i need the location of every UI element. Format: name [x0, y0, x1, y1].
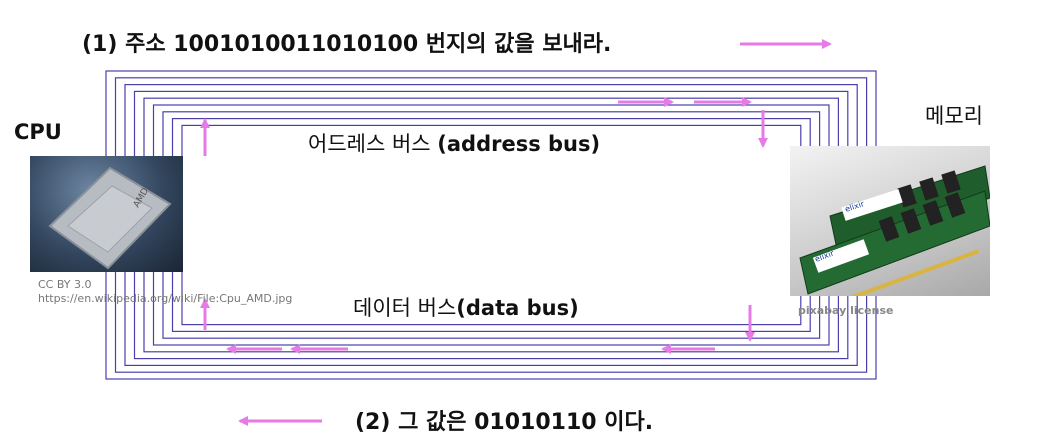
data-bus-label-en: (data bus) [456, 296, 579, 320]
cpu-label: CPU [14, 120, 62, 144]
cpu-photo: AMD [30, 156, 183, 272]
step2-response: (2) 그 값은 01010110 이다. [355, 404, 653, 436]
memory-label: 메모리 [925, 104, 983, 128]
bus-lines [105, 70, 877, 380]
bus-line [124, 83, 858, 366]
cpu-credit-url: https://en.wikipedia.org/wiki/File:Cpu_A… [38, 292, 293, 305]
step2-suffix: 이다. [596, 410, 654, 435]
address-bus-label-en: (address bus) [437, 132, 601, 156]
address-bus-label: 어드레스 버스 (address bus) [308, 128, 600, 158]
bus-line [105, 70, 877, 380]
memory-photo-credit: pixabay license [798, 304, 894, 317]
step1-prefix: (1) 주소 [82, 32, 174, 57]
bus-line [114, 77, 868, 373]
data-bus-label-ko: 데이터 버스 [353, 296, 457, 320]
step1-instruction: (1) 주소 1001010011010100 번지의 값을 보내라. [82, 26, 611, 58]
arrows [200, 39, 832, 426]
address-bus-label-ko: 어드레스 버스 [308, 132, 438, 156]
step1-suffix: 번지의 값을 보내라. [418, 32, 612, 57]
data-bus-label: 데이터 버스(data bus) [353, 292, 579, 322]
step2-value: 01010110 [474, 410, 597, 435]
step1-address: 1001010011010100 [173, 32, 419, 57]
memory-photo: elixir elixir [790, 146, 990, 296]
step2-prefix: (2) 그 값은 [355, 410, 475, 435]
cpu-credit-license: CC BY 3.0 [38, 278, 92, 291]
cpu-photo-credit: CC BY 3.0 https://en.wikipedia.org/wiki/… [38, 278, 292, 306]
